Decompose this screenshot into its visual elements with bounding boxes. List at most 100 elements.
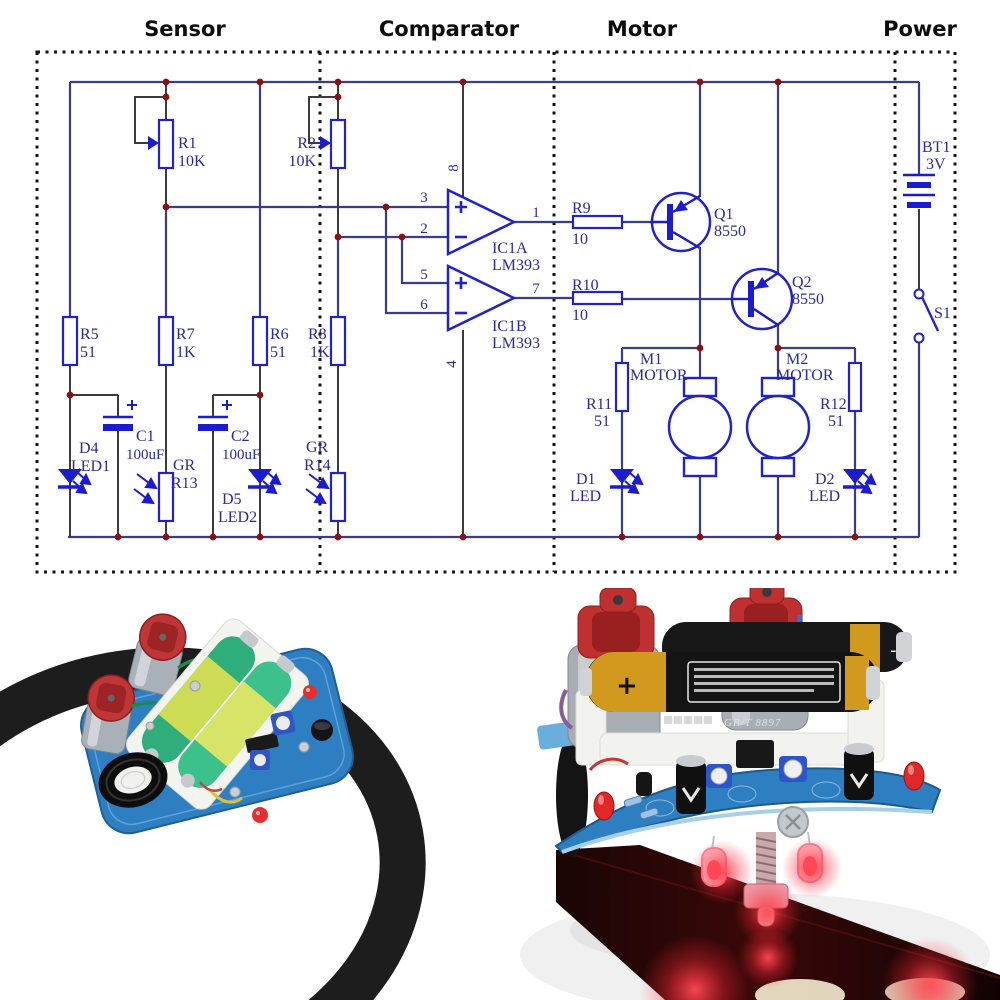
r9-ref: R9 [572,200,591,217]
d2-value: LED [809,488,840,505]
jumper-block [736,740,774,768]
r1-value: 10K [178,153,206,170]
r7-ref: R7 [176,326,195,343]
wiper-arrow-icon [148,136,159,150]
d5-ref: D5 [222,491,242,508]
silkscreen [645,781,841,817]
plus-icon [127,400,137,410]
circuit-schematic: Sensor Comparator Motor Power [35,17,958,574]
r8-value: 1K [310,344,330,361]
ic1a-ref: IC1A [492,240,528,257]
r12-ref: R12 [820,396,847,413]
c1-ref: C1 [136,428,155,445]
rear-battery-minus: - [888,640,899,661]
led-highlight [255,810,261,816]
junction-dots [66,78,859,541]
d2-ref: D2 [815,471,835,488]
wiper-arrow-icon [320,136,331,150]
battery-front: + GB/T 8897 [580,652,880,729]
r10-ref: R10 [572,277,599,294]
r2-ref: R2 [297,135,316,152]
ic1b-value: LM393 [492,335,540,352]
q2-value: 8550 [792,291,824,308]
battery-standard-text: GB/T 8897 [724,717,781,729]
r11-value: 51 [594,413,610,430]
pcb-components [145,680,333,823]
r7-value: 1K [176,344,196,361]
comparator-ic1a: IC1A LM393 [446,188,540,274]
wire-yellow [208,789,243,804]
pin-numbers: 3 2 5 6 1 7 8 4 [420,164,540,368]
resistor-r9: R9 10 [571,200,624,248]
sensor-assembly [690,831,842,988]
led-d5: D5 LED2 [218,469,282,526]
led-highlight [306,688,310,692]
pin-4: 4 [444,360,460,368]
d1-value: LED [570,488,601,505]
floor-glow-right [882,937,978,1000]
sensor-glow-right [782,838,842,898]
resistor-r10: R10 10 [571,277,624,324]
section-headers: Sensor Comparator Motor Power [144,17,957,41]
pin-1: 1 [532,205,540,221]
photo-right-robot-front: - + GB/T 8897 [520,588,1000,1000]
r5-value: 51 [80,344,96,361]
electrolytic-capacitor-left [676,755,706,814]
motor-m2: M2 MOTOR [745,351,834,478]
ic1b-ref: IC1B [492,318,527,335]
trimmer-pot-1 [270,710,296,736]
c2-ref: C2 [231,428,250,445]
capacitor-can [311,719,333,741]
potentiometer-r1: R1 10K [148,118,206,170]
pin-7: 7 [532,281,540,297]
c1-value: 100uF [126,447,164,463]
photoresistor-r13: GR R13 [133,457,198,523]
resistor-r11: R11 51 [586,361,630,430]
screws [145,680,310,798]
battery-date-blocks [664,716,712,724]
motor-m1: M1 MOTOR [630,351,733,478]
electrolytic-capacitor-right [844,743,874,800]
r14-ref: GR [306,439,329,456]
caster-glow [734,878,802,946]
red-led-top [303,685,317,699]
pcb-edge [561,806,933,854]
plus-icon [222,400,232,410]
r9-value: 10 [572,231,588,248]
bt1-ref: BT1 [922,139,950,156]
resistor-r6: R6 51 [251,315,289,367]
r14-value: R14 [304,457,331,474]
m2-value: MOTOR [776,367,834,384]
led-d2: D2 LED [809,469,877,505]
d4-value: LED1 [71,458,110,475]
pin-6: 6 [420,297,428,313]
plus-icon [455,201,467,213]
section-label-power: Power [883,17,957,41]
capacitor-c2: C2 100uF [198,400,260,463]
wire-purple [559,689,574,730]
r8-ref: R8 [308,326,327,343]
motor-left [81,674,135,755]
r6-ref: R6 [270,326,289,343]
d4-ref: D4 [79,440,99,457]
red-led-bottom [252,807,268,823]
photo-left-robot-on-track [0,613,426,1000]
wheel [98,752,168,808]
front-battery-plus: + [616,671,638,701]
pin-2: 2 [420,221,428,237]
section-label-comparator: Comparator [379,17,520,41]
transistor-small [636,772,652,796]
comparator-ic1b: IC1B LM393 [446,264,540,352]
trimmer-pot-right [779,756,807,782]
battery-warning-lines [694,668,834,692]
q1-value: 8550 [714,223,746,240]
section-label-motor: Motor [607,17,678,41]
r6-value: 51 [270,344,286,361]
resistor-r8: R8 1K [308,315,347,367]
q1-ref: Q1 [714,206,734,223]
led-d4: D4 LED1 [58,440,110,495]
motor-top [128,613,187,696]
red-led-right-edge [903,761,925,791]
r5-ref: R5 [80,326,99,343]
section-label-sensor: Sensor [144,17,226,41]
